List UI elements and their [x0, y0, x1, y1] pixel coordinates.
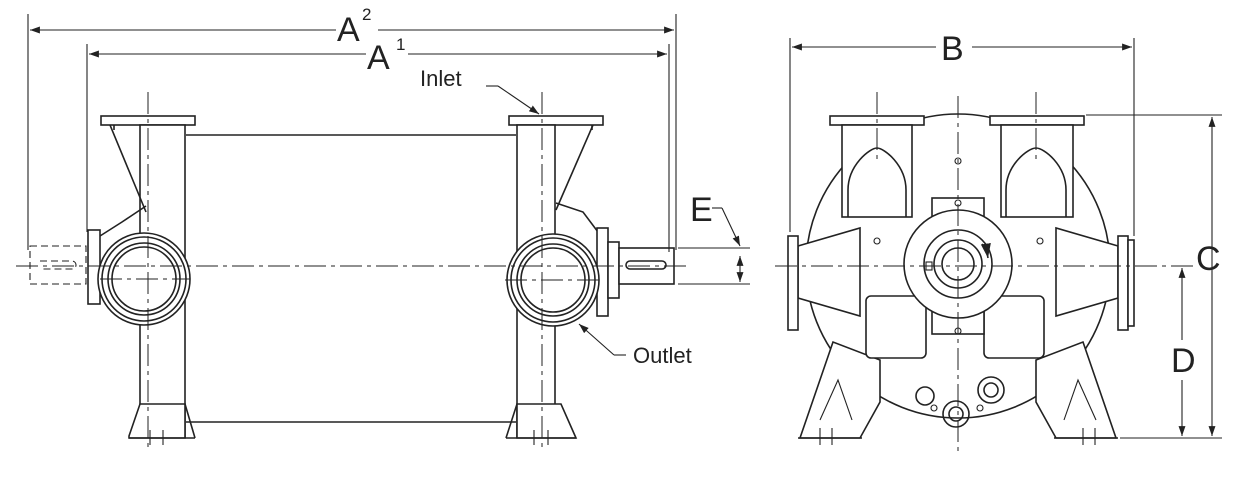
outlet-callout: Outlet	[578, 323, 692, 368]
inlet-callout: Inlet	[420, 66, 540, 115]
e-label: E	[690, 191, 713, 229]
side-view	[16, 92, 690, 452]
dimension-b: B	[789, 30, 1135, 236]
a2-superscript: 2	[362, 5, 371, 24]
d-label: D	[1171, 342, 1196, 380]
dimension-a2: A 2	[27, 5, 677, 250]
inlet-label: Inlet	[420, 66, 462, 91]
outlet-label: Outlet	[633, 343, 692, 368]
right-flange	[508, 115, 604, 126]
dimension-e: E	[678, 191, 750, 285]
a2-label: A	[337, 11, 360, 49]
c-label: C	[1196, 240, 1221, 278]
b-label: B	[941, 30, 964, 68]
dimension-c: C	[1086, 114, 1222, 439]
dimension-a1: A 1	[86, 35, 670, 252]
a1-superscript: 1	[396, 35, 405, 54]
dimension-d: D	[1171, 268, 1196, 436]
a1-label: A	[367, 39, 390, 77]
front-view	[775, 92, 1196, 455]
